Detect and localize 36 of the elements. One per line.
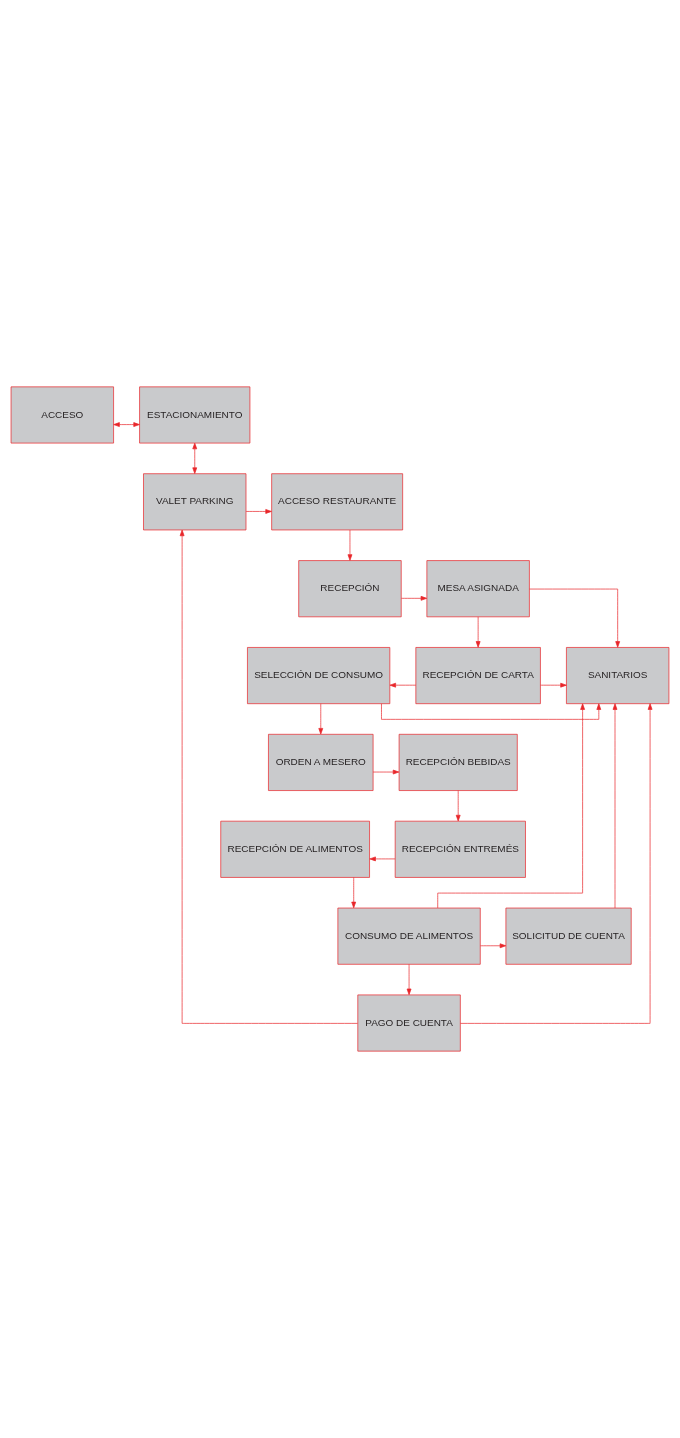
node-box: PAGO DE CUENTA [357,994,461,1052]
arrow [381,703,602,720]
arrow [529,588,621,648]
node-box: ORDEN A MESERO [268,733,374,791]
arrow [351,877,357,909]
node-box: MESA ASIGNADA [426,560,530,618]
arrow [389,682,417,688]
node-box: RECEPCIÓN DE CARTA [415,647,541,705]
arrow [612,703,618,909]
arrow [179,529,358,1024]
arrow [369,856,396,862]
node-box: CONSUMO DE ALIMENTOS [337,907,481,965]
node-box: RECEPCIÓN DE ALIMENTOS [220,820,370,878]
arrow [318,703,324,735]
node-box: ESTACIONAMIENTO [139,386,251,444]
node-box: VALET PARKING [143,473,247,531]
node-box: RECEPCIÓN [298,560,402,618]
node-box: ACCESO RESTAURANTE [271,473,403,531]
arrow [460,703,653,1024]
arrow [347,529,353,561]
node-box: RECEPCIÓN ENTREMÉS [394,820,526,878]
arrow [455,790,461,822]
node-box: ACCESO [10,386,114,444]
arrow [245,509,272,514]
arrow [372,769,400,775]
node-box: SELECCIÓN DE CONSUMO [247,647,391,705]
arrow [406,964,412,996]
arrow [113,422,140,427]
arrow [540,682,567,688]
arrow [480,943,507,949]
node-box: RECEPCIÓN BEBIDAS [398,733,518,791]
arrow [401,595,428,601]
node-box: SANITARIOS [566,647,670,705]
arrow [192,442,198,474]
arrow [475,616,481,648]
node-box: SOLICITUD DE CUENTA [505,907,632,965]
